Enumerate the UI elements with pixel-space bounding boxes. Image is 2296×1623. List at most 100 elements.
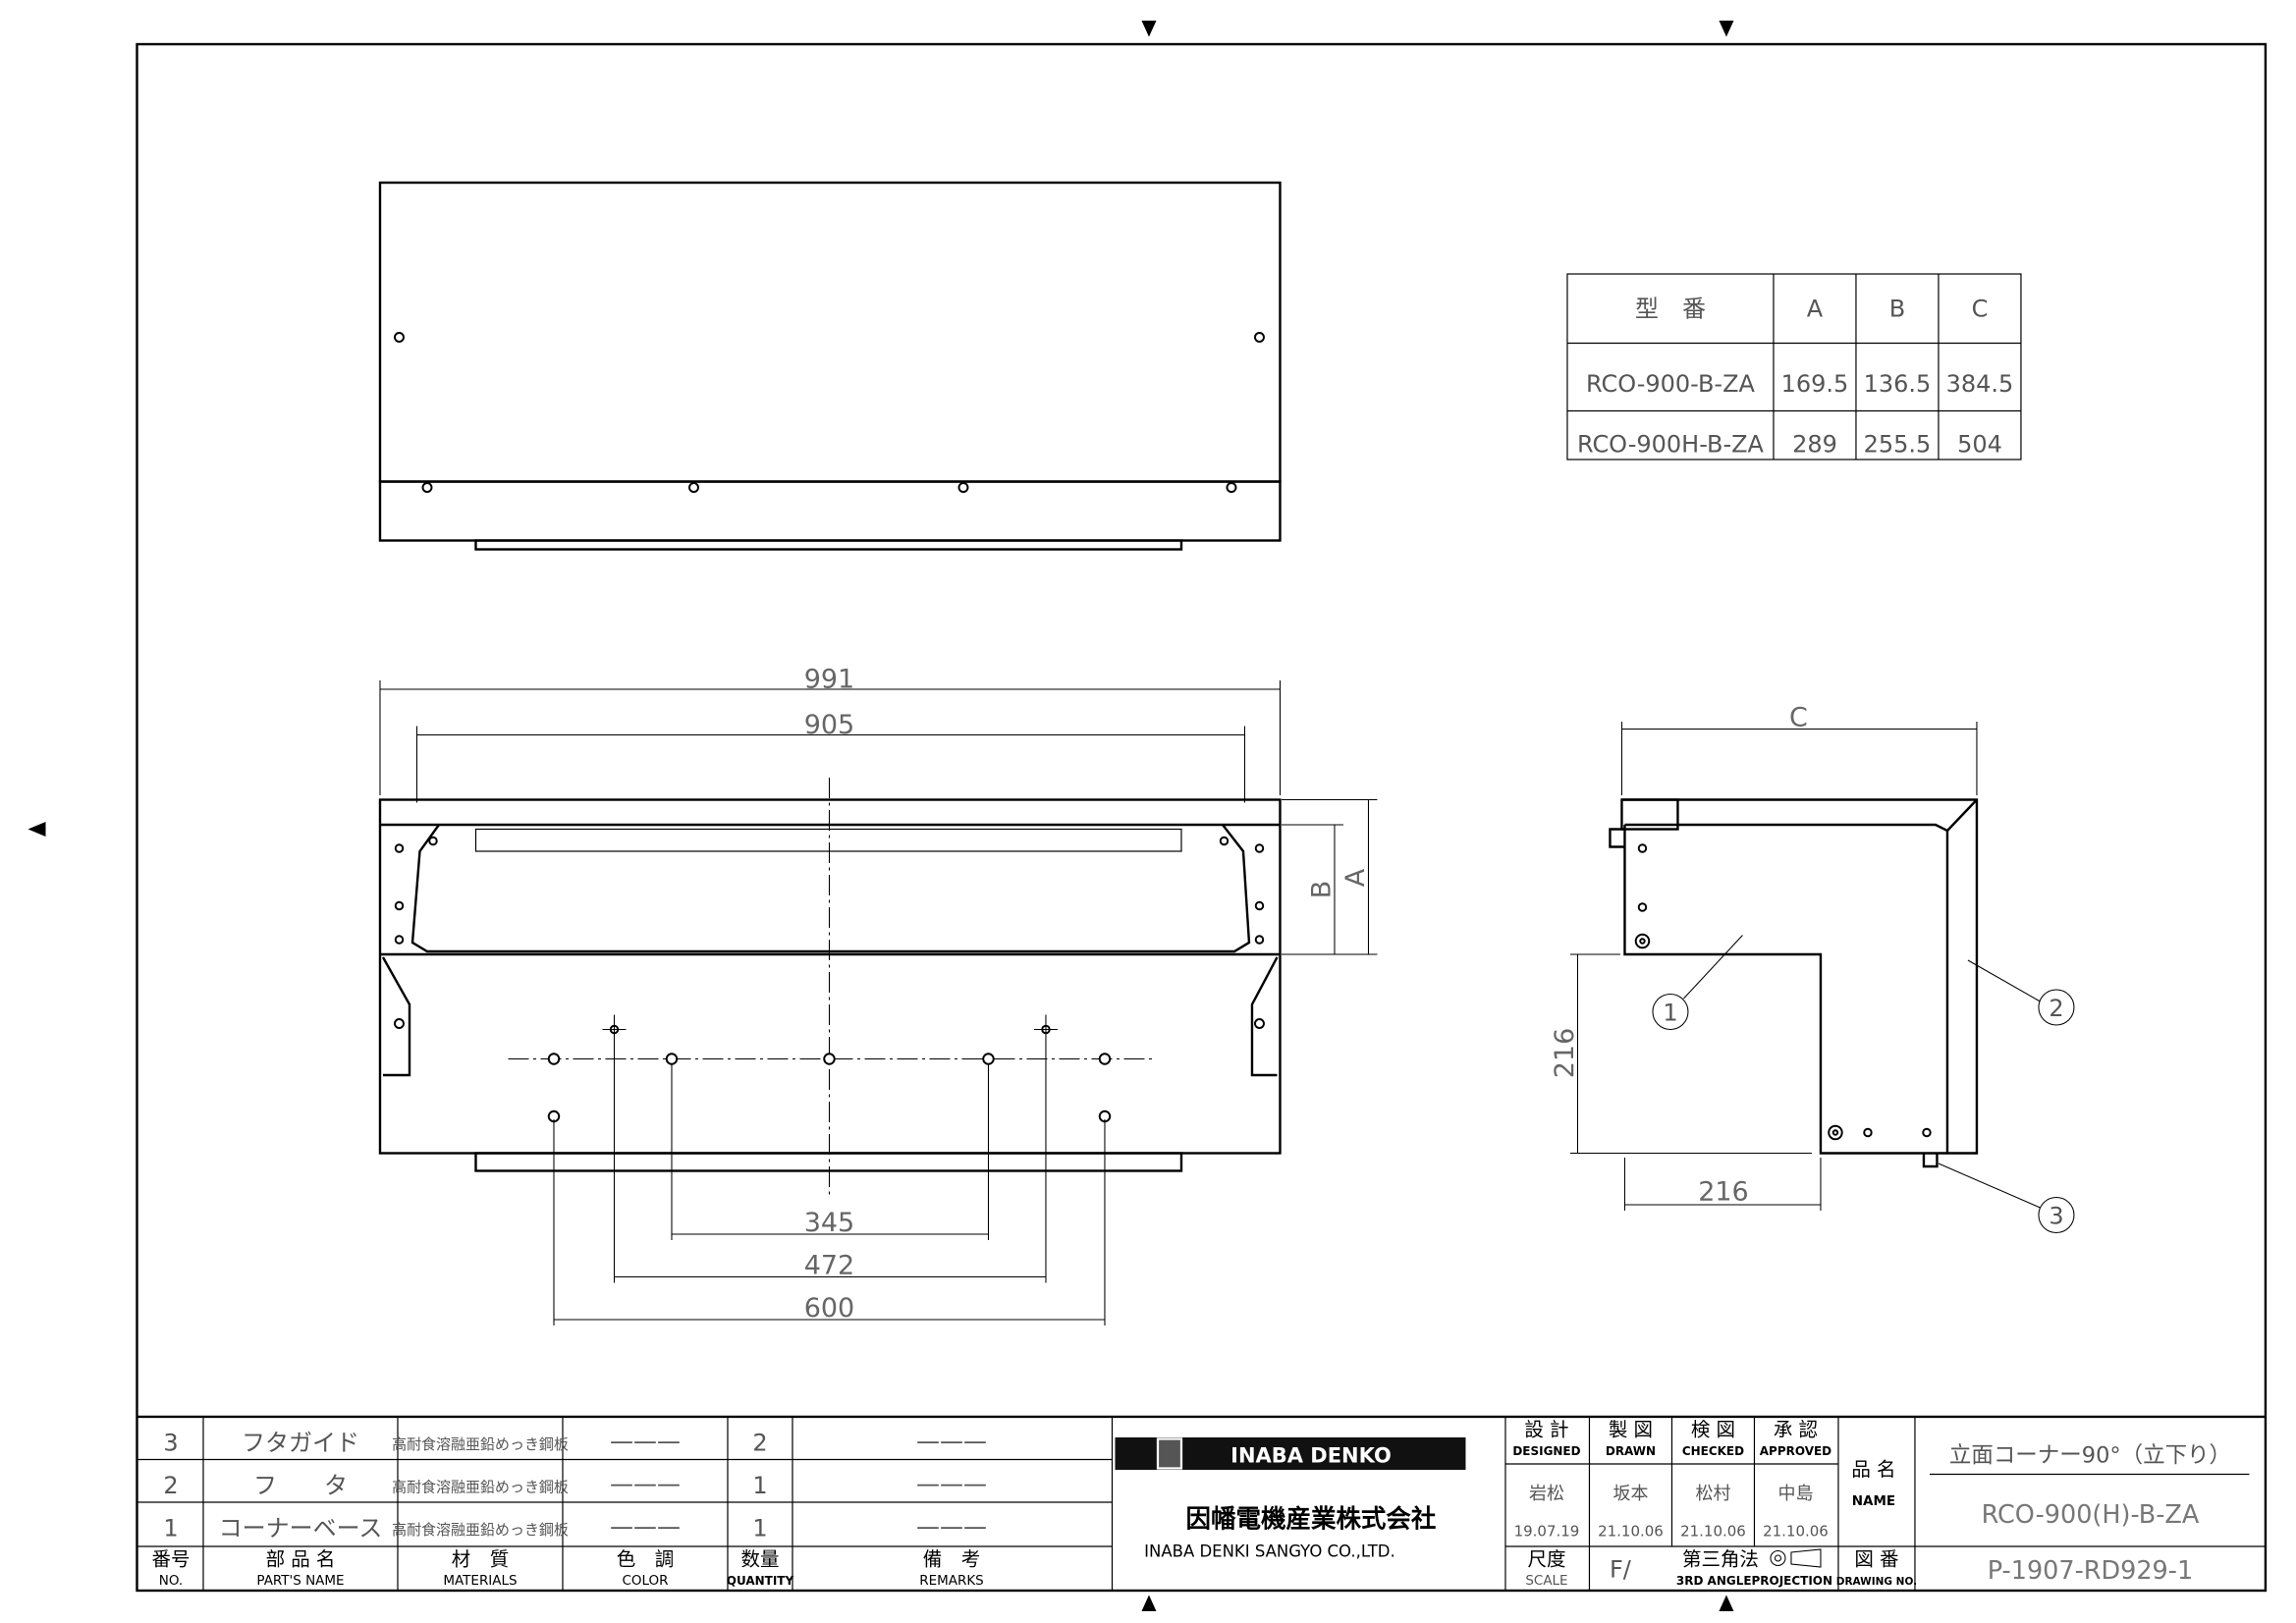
label: CHECKED <box>1682 1444 1744 1458</box>
label: 2 <box>752 1429 767 1456</box>
label: 設 計 <box>1524 1418 1568 1440</box>
dim-a: A <box>1340 868 1371 887</box>
title-block: 3 フタガイド 高耐食溶融亜鉛めっき鋼板 ——— 2 ——— 2 フ タ 高耐食… <box>137 1415 2266 1591</box>
label: フタガイド <box>242 1429 359 1456</box>
balloon-1: 1 <box>1663 999 1677 1026</box>
label: COLOR <box>622 1573 668 1589</box>
label: 部 品 名 <box>266 1547 336 1570</box>
label: 1 <box>752 1514 767 1542</box>
label: ——— <box>610 1428 681 1455</box>
label: DRAWN <box>1606 1444 1656 1458</box>
parts-header: 番号 NO. 部 品 名 PART'S NAME 材 質 MATERIALS 色… <box>152 1547 984 1588</box>
label: 19.07.19 <box>1514 1522 1580 1540</box>
signoff-block: 設 計 DESIGNED 製 図 DRAWN 検 図 CHECKED 承 認 A… <box>1512 1418 1832 1588</box>
label: 色 調 <box>617 1547 674 1570</box>
balloon-2: 2 <box>2049 995 2063 1022</box>
label: 1 <box>163 1514 178 1542</box>
size-table: 型 番 A B C RCO-900-B-ZA 169.5 136.5 384.5… <box>1566 273 2022 460</box>
label: 番号 <box>152 1547 191 1570</box>
label: 尺度 <box>1527 1547 1565 1570</box>
cell: RCO-900-B-ZA <box>1586 370 1756 398</box>
side-view: C 216 216 1 2 3 <box>1550 703 2075 1234</box>
label: 高耐食溶融亜鉛めっき鋼板 <box>392 1435 569 1453</box>
label: REMARKS <box>919 1573 984 1589</box>
dimensions: 991 905 345 472 600 B A <box>379 665 1378 1325</box>
label: APPROVED <box>1760 1444 1831 1458</box>
label: 坂本 <box>1613 1484 1648 1504</box>
label: DESIGNED <box>1512 1444 1580 1458</box>
label: 材 質 <box>452 1547 509 1570</box>
cell: RCO-900H-B-ZA <box>1577 431 1765 459</box>
part-row: 1 コーナーベース 高耐食溶融亜鉛めっき鋼板 ——— 1 ——— <box>163 1513 987 1542</box>
cell: 169.5 <box>1781 370 1849 398</box>
dim-991: 991 <box>804 665 855 695</box>
cell: 384.5 <box>1946 370 2014 398</box>
label: 品 名 <box>1851 1458 1895 1481</box>
cell: 255.5 <box>1864 431 1932 459</box>
drawing-number: P-1907-RD929-1 <box>1988 1556 2193 1586</box>
label: 備 考 <box>923 1547 980 1570</box>
label: 3RD ANGLEPROJECTION <box>1676 1574 1832 1588</box>
label: ——— <box>916 1428 987 1455</box>
company-block: INABA DENKO 因幡電機産業株式会社 INABA DENKI SANGY… <box>1115 1436 1466 1560</box>
label: 数量 <box>740 1547 779 1570</box>
model-number: RCO-900(H)-B-ZA <box>1982 1500 2200 1530</box>
label: 第三角法 <box>1682 1547 1759 1570</box>
company-name-en: INABA DENKI SANGYO CO.,LTD. <box>1144 1542 1395 1560</box>
label: NAME <box>1852 1493 1895 1509</box>
label: 2 <box>163 1472 178 1499</box>
label: QUANTITY <box>727 1574 794 1588</box>
label: MATERIALS <box>443 1573 517 1589</box>
part-row: 3 フタガイド 高耐食溶融亜鉛めっき鋼板 ——— 2 ——— <box>163 1428 987 1456</box>
header-b: B <box>1889 296 1905 323</box>
dim-345: 345 <box>804 1208 855 1238</box>
parts-list: 3 フタガイド 高耐食溶融亜鉛めっき鋼板 ——— 2 ——— 2 フ タ 高耐食… <box>152 1428 987 1589</box>
scale-value: F/ <box>1610 1555 1632 1583</box>
sheet-border <box>136 42 2268 1593</box>
dim-905: 905 <box>804 710 855 740</box>
label: PART'S NAME <box>256 1573 344 1589</box>
header-c: C <box>1972 296 1989 323</box>
header-a: A <box>1807 296 1824 323</box>
label: 高耐食溶融亜鉛めっき鋼板 <box>392 1521 569 1539</box>
projection-symbol-icon <box>1770 1548 1822 1568</box>
cell: 504 <box>1957 431 2002 459</box>
front-view <box>378 778 1282 1196</box>
label: 21.10.06 <box>1598 1522 1664 1540</box>
dim-472: 472 <box>804 1250 855 1280</box>
label: 21.10.06 <box>1680 1522 1746 1540</box>
label: 承 認 <box>1774 1418 1818 1440</box>
centering-marks <box>27 21 1734 1611</box>
dim-600: 600 <box>804 1293 855 1324</box>
label: NO. <box>159 1573 183 1589</box>
product-name: 立面コーナー90°（立下り） <box>1949 1442 2231 1468</box>
label: フ タ <box>253 1472 348 1499</box>
label: 岩松 <box>1529 1484 1564 1504</box>
cell: 289 <box>1792 431 1837 459</box>
cell: 136.5 <box>1864 370 1932 398</box>
label: ——— <box>610 1513 681 1541</box>
part-row: 2 フ タ 高耐食溶融亜鉛めっき鋼板 ——— 1 ——— <box>163 1470 987 1499</box>
label: 松村 <box>1695 1484 1730 1504</box>
balloon-3: 3 <box>2049 1202 2063 1229</box>
label: DRAWING NO. <box>1836 1576 1917 1588</box>
header-model: 型 番 <box>1635 296 1706 323</box>
label: ——— <box>610 1470 681 1497</box>
company-name-jp: 因幡電機産業株式会社 <box>1186 1504 1437 1534</box>
logo-text: INABA DENKO <box>1230 1443 1392 1467</box>
label: 製 図 <box>1609 1418 1653 1440</box>
label: 3 <box>163 1429 178 1456</box>
label: 検 図 <box>1691 1418 1735 1440</box>
label: 高耐食溶融亜鉛めっき鋼板 <box>392 1478 569 1495</box>
label: 中島 <box>1777 1484 1813 1504</box>
dim-216-vertical: 216 <box>1550 1028 1580 1079</box>
dim-b: B <box>1306 881 1337 899</box>
dim-216-horizontal: 216 <box>1698 1176 1749 1207</box>
label: ——— <box>916 1513 987 1541</box>
logo-mark-icon <box>1156 1437 1183 1470</box>
top-view <box>378 181 1282 551</box>
dim-c: C <box>1789 703 1808 733</box>
label: ——— <box>916 1470 987 1497</box>
label: 1 <box>752 1472 767 1499</box>
